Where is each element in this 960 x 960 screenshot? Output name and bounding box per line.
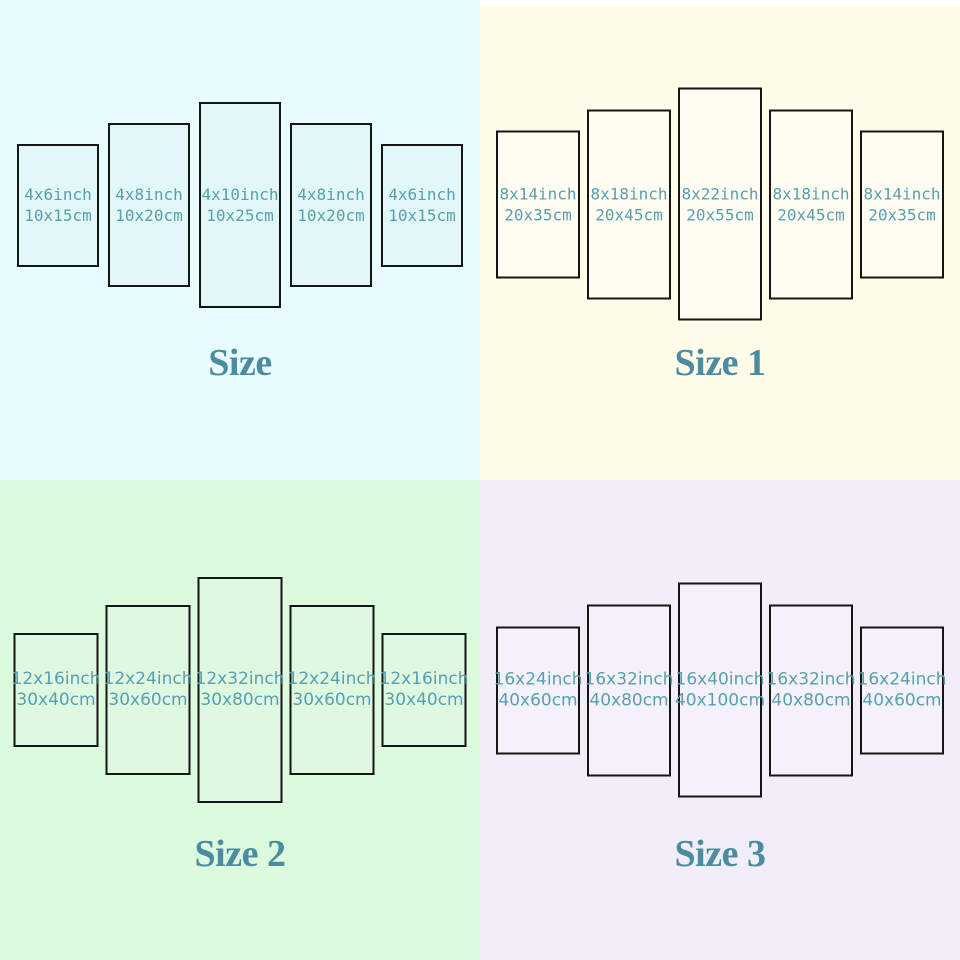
panel-size-inch: 8x18inch xyxy=(590,184,668,203)
panel-rect: 12x24inch 30x60cm xyxy=(104,605,193,775)
panel-label: 12x24inch 30x60cm xyxy=(288,669,377,711)
panel-rect: 8x18inch 20x45cm xyxy=(769,109,853,299)
panel-rect: 8x14inch 20x35cm xyxy=(496,130,580,278)
panel-size-inch: 4x6inch xyxy=(388,185,456,204)
panel-rect: 4x6inch 10x15cm xyxy=(17,143,99,267)
panel-rect: 12x32inch 30x80cm xyxy=(196,577,285,803)
panel-rect: 16x32inch 40x80cm xyxy=(585,604,674,776)
panel-rect: 4x8inch 10x20cm xyxy=(290,123,372,287)
panel-label: 8x22inch 20x55cm xyxy=(681,183,758,225)
panel-size-cm: 20x55cm xyxy=(686,205,754,224)
panel-size-inch: 4x6inch xyxy=(24,185,92,204)
panel-size-inch: 16x32inch xyxy=(766,669,856,689)
panel-size-cm: 40x100cm xyxy=(674,690,766,710)
panel-label: 12x32inch 30x80cm xyxy=(196,669,285,711)
panel-size-inch: 4x8inch xyxy=(297,185,365,204)
panel-label: 16x32inch 40x80cm xyxy=(767,669,856,711)
panel-size-cm: 40x80cm xyxy=(771,690,851,710)
panel-rect: 8x18inch 20x45cm xyxy=(587,109,671,299)
panel-label: 16x40inch 40x100cm xyxy=(675,669,765,711)
panel-label: 4x10inch 10x25cm xyxy=(201,184,278,226)
panel-size-inch: 12x16inch xyxy=(379,669,469,689)
panel-size-cm: 10x15cm xyxy=(388,206,456,225)
quadrant-size-1: 8x14inch 20x35cm 8x18inch 20x45cm 8x22in… xyxy=(480,0,960,480)
panel-size-inch: 4x8inch xyxy=(115,185,183,204)
panel-size-inch: 12x24inch xyxy=(287,669,377,689)
panel-size-inch: 4x10inch xyxy=(201,185,279,204)
panel-size-cm: 10x25cm xyxy=(206,206,274,225)
panel-rect: 12x16inch 30x40cm xyxy=(12,633,101,747)
panel-size-inch: 12x32inch xyxy=(195,669,285,689)
panel-size-cm: 40x60cm xyxy=(498,690,578,710)
panel-size-cm: 40x60cm xyxy=(862,690,942,710)
panel-rect: 4x6inch 10x15cm xyxy=(381,143,463,267)
panel-size-cm: 30x80cm xyxy=(200,690,280,710)
size-title: Size 1 xyxy=(674,342,766,384)
panel-rect: 4x10inch 10x25cm xyxy=(199,102,281,308)
panel-size-cm: 20x35cm xyxy=(504,205,572,224)
panel-label: 8x18inch 20x45cm xyxy=(772,183,849,225)
panel-rect: 8x14inch 20x35cm xyxy=(860,130,944,278)
panel-size-inch: 16x24inch xyxy=(857,669,947,689)
panel-size-cm: 10x20cm xyxy=(115,206,183,225)
panel-size-inch: 8x14inch xyxy=(863,184,941,203)
panel-rect: 16x24inch 40x60cm xyxy=(494,626,583,754)
panel-size-cm: 10x20cm xyxy=(297,206,365,225)
panel-rect: 16x32inch 40x80cm xyxy=(767,604,856,776)
panel-label: 4x6inch 10x15cm xyxy=(24,184,91,226)
panel-label: 16x24inch 40x60cm xyxy=(858,669,947,711)
panel-size-cm: 40x80cm xyxy=(589,690,669,710)
panel-label: 8x18inch 20x45cm xyxy=(590,183,667,225)
panel-size-cm: 20x45cm xyxy=(595,205,663,224)
panel-size-cm: 30x60cm xyxy=(292,690,372,710)
panel-size-cm: 20x45cm xyxy=(777,205,845,224)
panel-label: 4x8inch 10x20cm xyxy=(297,184,364,226)
panel-size-inch: 16x40inch xyxy=(675,669,765,689)
panel-label: 8x14inch 20x35cm xyxy=(863,183,940,225)
panel-rect: 12x24inch 30x60cm xyxy=(288,605,377,775)
size-title: Size 3 xyxy=(674,833,766,875)
panel-size-inch: 8x18inch xyxy=(772,184,850,203)
panel-row: 8x14inch 20x35cm 8x18inch 20x45cm 8x22in… xyxy=(496,87,944,321)
panel-row: 16x24inch 40x60cm 16x32inch 40x80cm 16x4… xyxy=(494,582,947,798)
panel-label: 12x16inch 30x40cm xyxy=(380,669,469,711)
quadrant-size-2: 12x16inch 30x40cm 12x24inch 30x60cm 12x3… xyxy=(0,480,480,960)
panel-size-inch: 8x14inch xyxy=(499,184,577,203)
panel-rect: 8x22inch 20x55cm xyxy=(678,87,762,321)
panel-size-cm: 10x15cm xyxy=(24,206,92,225)
panel-size-inch: 12x16inch xyxy=(11,669,101,689)
panel-rect: 16x24inch 40x60cm xyxy=(858,626,947,754)
panel-size-cm: 30x60cm xyxy=(108,690,188,710)
panel-size-inch: 16x32inch xyxy=(584,669,674,689)
panel-rect: 4x8inch 10x20cm xyxy=(108,123,190,287)
panel-label: 8x14inch 20x35cm xyxy=(499,183,576,225)
quadrant-size: 4x6inch 10x15cm 4x8inch 10x20cm 4x10inch… xyxy=(0,0,480,480)
panel-label: 12x16inch 30x40cm xyxy=(12,669,101,711)
panel-size-cm: 20x35cm xyxy=(868,205,936,224)
panel-size-inch: 8x22inch xyxy=(681,184,759,203)
panel-size-cm: 30x40cm xyxy=(384,690,464,710)
panel-label: 12x24inch 30x60cm xyxy=(104,669,193,711)
size-title: Size 2 xyxy=(194,833,286,875)
quadrant-size-3: 16x24inch 40x60cm 16x32inch 40x80cm 16x4… xyxy=(480,480,960,960)
panel-label: 4x8inch 10x20cm xyxy=(115,184,182,226)
panel-row: 12x16inch 30x40cm 12x24inch 30x60cm 12x3… xyxy=(12,577,469,803)
panel-size-cm: 30x40cm xyxy=(16,690,96,710)
panel-label: 16x32inch 40x80cm xyxy=(585,669,674,711)
panel-label: 16x24inch 40x60cm xyxy=(494,669,583,711)
size-title: Size xyxy=(208,342,272,384)
panel-label: 4x6inch 10x15cm xyxy=(388,184,455,226)
top-white-strip xyxy=(480,0,960,5)
panel-row: 4x6inch 10x15cm 4x8inch 10x20cm 4x10inch… xyxy=(17,102,463,308)
panel-rect: 12x16inch 30x40cm xyxy=(380,633,469,747)
panel-size-inch: 16x24inch xyxy=(493,669,583,689)
panel-size-inch: 12x24inch xyxy=(103,669,193,689)
panel-rect: 16x40inch 40x100cm xyxy=(675,582,765,798)
